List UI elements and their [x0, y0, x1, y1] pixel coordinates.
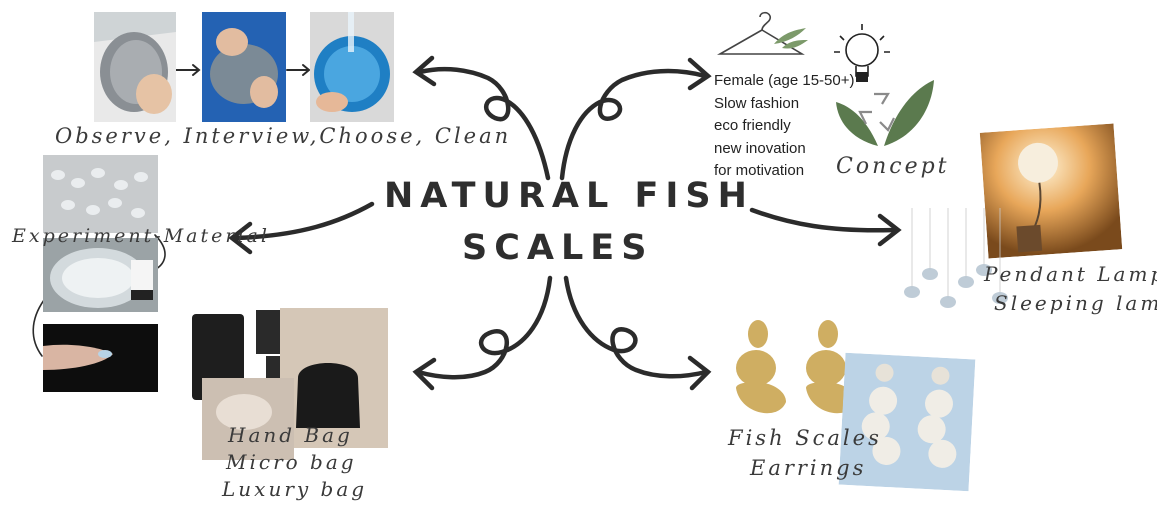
concept-list: Female (age 15-50+) Slow fashion eco fri… [714, 70, 855, 183]
washing-photo [310, 12, 394, 122]
hanger-icon [714, 10, 809, 68]
bag-label-line-2: Micro bag [226, 451, 357, 474]
concept-item: for motivation [714, 160, 855, 183]
concept-label: Concept [836, 154, 950, 179]
observe-label: Observe, Interview,Choose, Clean [55, 124, 511, 148]
arrow-icon [566, 278, 706, 376]
lamp-label-line-2: Sleeping lamp [994, 292, 1157, 315]
glass-bowl-photo [43, 238, 158, 312]
earrings-label-line-1: Fish Scales [728, 426, 882, 450]
scaling-photo [202, 12, 286, 122]
nail-photo [43, 324, 158, 392]
arrow-icon [752, 210, 895, 230]
concept-item: new inovation [714, 138, 855, 161]
experiment-label: Experiment-Material [12, 226, 270, 248]
bag-label-line-3: Luxury bag [222, 478, 367, 501]
title-line-1: NATURAL FISH [384, 176, 754, 216]
arrow-icon [562, 71, 705, 178]
title-line-2: SCALES [462, 228, 653, 268]
concept-item: Female (age 15-50+) [714, 70, 855, 93]
lamp-label-line-1: Pendant Lamp/ [984, 263, 1157, 286]
earrings-label-line-2: Earrings [750, 456, 866, 480]
fish-photo [94, 12, 176, 122]
bag-label-line-1: Hand Bag [228, 424, 353, 447]
arrow-icon [418, 278, 550, 377]
scales-drying-photo [43, 155, 158, 233]
gold-earrings-photo [730, 318, 858, 426]
concept-item: eco friendly [714, 115, 855, 138]
concept-item: Slow fashion [714, 93, 855, 116]
